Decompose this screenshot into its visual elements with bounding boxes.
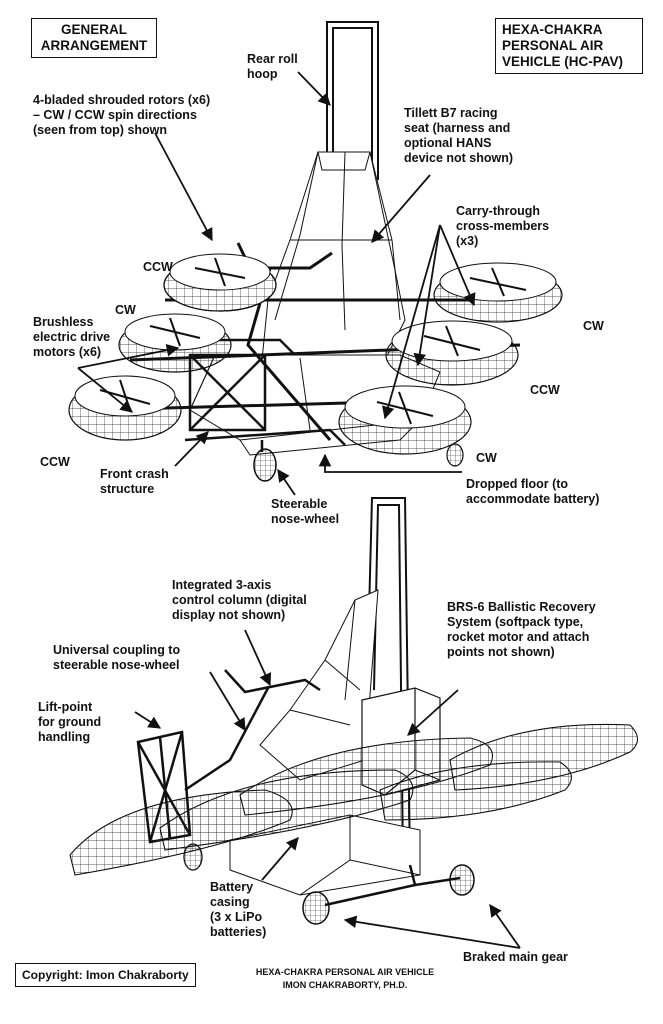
universal-coupling-label: Universal coupling to steerable nose-whe… xyxy=(53,643,181,672)
dropped-floor-label: Dropped floor (to accommodate battery) xyxy=(466,477,600,506)
rotor-rings-side xyxy=(69,723,639,876)
nose-wheel-side xyxy=(183,843,203,871)
bottom-leader-arrows xyxy=(134,629,521,949)
rotor-left-middle xyxy=(118,313,232,373)
front-crash-label: Front crash structure xyxy=(100,467,169,496)
top-vehicle-view xyxy=(68,21,563,482)
rotor-left-front xyxy=(68,375,182,441)
main-wheel-left xyxy=(302,891,330,925)
rotor-dir-left-front: CCW xyxy=(40,455,70,469)
control-column-label: Integrated 3-axis control column (digita… xyxy=(172,578,307,622)
racing-seat xyxy=(261,151,406,361)
rotor-dir-right-front: CW xyxy=(476,451,497,465)
rear-roll-hoop-label: Rear roll hoop xyxy=(247,52,298,81)
rotor-dir-right-back: CW xyxy=(583,319,604,333)
rotor-dir-right-middle: CCW xyxy=(530,383,560,397)
rotor-dir-left-middle: CW xyxy=(115,303,136,317)
nose-wheel-label: Steerable nose-wheel xyxy=(271,497,340,526)
brs-label: BRS-6 Ballistic Recovery System (softpac… xyxy=(447,600,596,659)
general-arrangement-title: GENERAL ARRANGEMENT xyxy=(31,18,157,58)
nose-wheel-top xyxy=(253,440,277,482)
rear-roll-hoop xyxy=(326,21,379,180)
seat-label: Tillett B7 racing seat (harness and opti… xyxy=(404,106,514,165)
bottom-vehicle-view xyxy=(69,497,639,925)
cross-members-label: Carry-through cross-members (x3) xyxy=(456,204,550,248)
front-crash-structure xyxy=(184,338,346,446)
vehicle-name-title: HEXA-CHAKRA PERSONAL AIR VEHICLE (HC-PAV… xyxy=(495,18,643,74)
motors-label: Brushless electric drive motors (x6) xyxy=(33,315,111,359)
battery-label: Battery casing (3 x LiPo batteries) xyxy=(210,880,267,939)
caption-line2: IMON CHAKRABORTY, PH.D. xyxy=(282,980,408,990)
rotor-left-back xyxy=(163,253,277,312)
lift-point-label: Lift-point for ground handling xyxy=(38,700,102,744)
control-column-side xyxy=(184,669,321,792)
rotor-right-back xyxy=(433,262,563,323)
rotor-right-middle xyxy=(385,320,519,386)
main-gear xyxy=(324,864,461,907)
rotor-dir-left-back: CCW xyxy=(143,260,173,274)
top-leader-arrows xyxy=(77,71,476,496)
copyright-box: Copyright: Imon Chakraborty xyxy=(15,963,196,987)
rotors-label: 4-bladed shrouded rotors (x6) – CW / CCW… xyxy=(33,93,211,137)
rotor-right-front xyxy=(338,385,472,455)
battery-casing xyxy=(229,814,421,896)
main-gear-label: Braked main gear xyxy=(463,950,568,964)
main-wheel-right xyxy=(449,864,475,896)
caption-line1: HEXA-CHAKRA PERSONAL AIR VEHICLE xyxy=(255,967,435,977)
